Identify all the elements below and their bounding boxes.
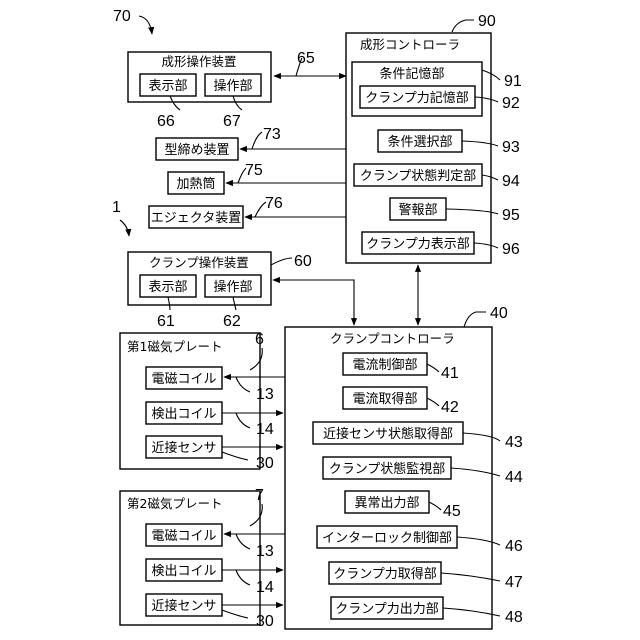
molding-operation-device-title: 成形操作装置 bbox=[161, 54, 236, 69]
ref-65: 65 bbox=[297, 50, 315, 67]
ref-70: 70 bbox=[113, 8, 131, 25]
ref-60-leader bbox=[271, 258, 292, 265]
alarm-label: 警報部 bbox=[398, 202, 437, 218]
ref-40: 40 bbox=[490, 305, 508, 322]
ref-96: 96 bbox=[502, 241, 520, 258]
clamp-controller-item-label: 電流取得部 bbox=[352, 391, 417, 407]
clamp-operation-device-title: クランプ操作装置 bbox=[149, 255, 249, 270]
ref-30b: 30 bbox=[256, 613, 274, 630]
molding-op-operation-label: 操作部 bbox=[213, 78, 252, 94]
clamp-controller-item-label: インターロック制御部 bbox=[322, 531, 452, 546]
ref-1-arrow bbox=[120, 220, 129, 236]
ref-73-leader bbox=[252, 132, 262, 149]
ref-1: 1 bbox=[112, 199, 121, 216]
clamp-controller-item-label: クランプ力出力部 bbox=[335, 602, 439, 617]
heating-cylinder-label: 加熱筒 bbox=[176, 176, 215, 192]
clamp-force-storage-label: クランプ力記憶部 bbox=[365, 90, 469, 106]
plate-1-coil-label: 電磁コイル bbox=[151, 372, 216, 387]
molding-controller-title: 成形コントローラ bbox=[360, 37, 460, 52]
ref-60: 60 bbox=[294, 253, 312, 270]
ref-91: 91 bbox=[504, 73, 522, 90]
ejector-device-label: エジェクタ装置 bbox=[151, 211, 241, 226]
ref-92: 92 bbox=[502, 95, 520, 112]
magnetic-plate-1: 第1磁気プレート 電磁コイル 検出コイル 近接センサ bbox=[120, 333, 260, 469]
clamp-controller-item-label: クランプ状態監視部 bbox=[329, 461, 446, 477]
ref-93: 93 bbox=[502, 139, 520, 156]
ref-14a: 14 bbox=[256, 421, 274, 438]
plate-1-detect-label: 検出コイル bbox=[151, 407, 216, 422]
clamp-controller-item-ref: 48 bbox=[505, 609, 523, 626]
ref-67: 67 bbox=[223, 113, 241, 130]
clamp-controller-item-ref: 45 bbox=[443, 503, 461, 520]
ref-62: 62 bbox=[223, 313, 241, 330]
clamp-controller-item-ref: 42 bbox=[441, 399, 459, 416]
plate-2-title: 第2磁気プレート bbox=[127, 496, 222, 511]
clamp-controller-item-ref: 46 bbox=[505, 538, 523, 555]
clamp-controller-item-ref: 43 bbox=[505, 434, 523, 451]
plate-1-sensor-label: 近接センサ bbox=[151, 440, 216, 456]
molding-operation-device: 成形操作装置 表示部 操作部 bbox=[128, 52, 271, 102]
clamp-controller-item-ref: 47 bbox=[505, 574, 523, 591]
ref-7: 7 bbox=[255, 487, 264, 504]
clamp-op-controller-link bbox=[273, 280, 354, 325]
condition-storage-label: 条件記憶部 bbox=[379, 66, 444, 82]
clamp-controller-item-ref: 41 bbox=[441, 365, 459, 382]
ref-40-leader bbox=[464, 312, 486, 327]
ref-75: 75 bbox=[245, 162, 263, 179]
mold-clamping-device-label: 型締め装置 bbox=[164, 142, 229, 158]
ref-6: 6 bbox=[255, 331, 264, 348]
clamp-controller-title: クランプコントローラ bbox=[330, 331, 455, 346]
plate-2-detect-label: 検出コイル bbox=[151, 564, 216, 579]
ref-30a: 30 bbox=[256, 455, 274, 472]
clamp-force-display-label: クランプ力表示部 bbox=[366, 237, 470, 252]
clamp-controller-item-ref: 44 bbox=[505, 469, 523, 486]
ref-76: 76 bbox=[265, 195, 283, 212]
clamp-controller-item-label: クランプ力取得部 bbox=[333, 566, 437, 582]
molding-controller: 成形コントローラ 条件記憶部 クランプ力記憶部 条件選択部 クランプ状態判定部 … bbox=[346, 33, 491, 263]
clamp-controller-item-label: 異常出力部 bbox=[354, 496, 419, 511]
clamp-state-judgment-label: クランプ状態判定部 bbox=[360, 168, 477, 184]
clamp-op-operation-label: 操作部 bbox=[213, 279, 252, 295]
clamp-op-display-label: 表示部 bbox=[148, 280, 187, 295]
plate-2-coil-label: 電磁コイル bbox=[151, 529, 216, 544]
ref-90: 90 bbox=[478, 13, 496, 30]
plate-1-title: 第1磁気プレート bbox=[127, 339, 222, 354]
ref-90-leader bbox=[452, 20, 474, 32]
clamp-controller-item-label: 電流制御部 bbox=[352, 358, 417, 373]
ref-94: 94 bbox=[502, 173, 520, 190]
ref-13a: 13 bbox=[256, 386, 274, 403]
clamp-operation-device: クランプ操作装置 表示部 操作部 bbox=[128, 252, 271, 305]
ref-61: 61 bbox=[157, 313, 175, 330]
ref-13b: 13 bbox=[256, 543, 274, 560]
plate-2-sensor-label: 近接センサ bbox=[151, 598, 216, 614]
ref-73: 73 bbox=[263, 126, 281, 143]
molding-op-display-label: 表示部 bbox=[148, 79, 187, 94]
ref-70-arrow bbox=[139, 16, 152, 34]
ref-66: 66 bbox=[157, 113, 175, 130]
condition-selection-label: 条件選択部 bbox=[387, 134, 452, 150]
clamp-controller-item-label: 近接センサ状態取得部 bbox=[323, 426, 453, 442]
ref-95: 95 bbox=[502, 207, 520, 224]
ref-14b: 14 bbox=[256, 579, 274, 596]
